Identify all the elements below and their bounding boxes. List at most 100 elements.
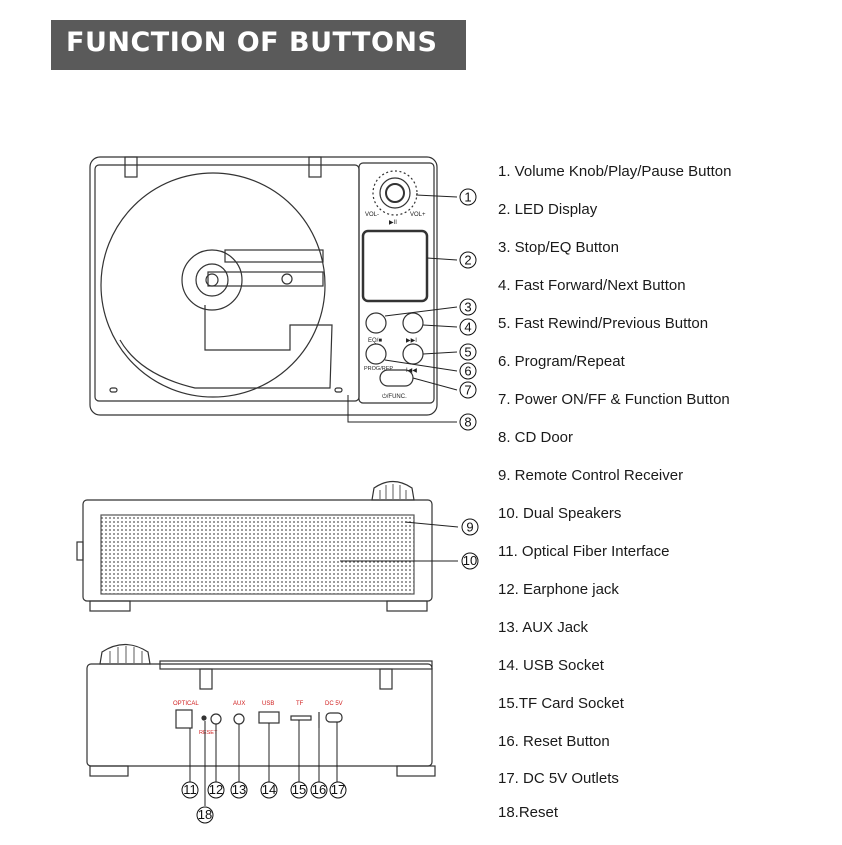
front-view — [76, 480, 433, 612]
laser-rail — [207, 271, 324, 287]
front-view-leaders — [340, 521, 459, 562]
spindle-mid — [195, 263, 229, 297]
callout-14: 14 — [260, 781, 278, 799]
cd-tray-outline — [119, 305, 333, 389]
back-foot-right — [396, 765, 436, 777]
back-foot-left — [89, 765, 129, 777]
legend-item: 4. Fast Forward/Next Button — [498, 277, 686, 294]
page-title: FUNCTION OF BUTTONS — [66, 27, 438, 58]
hinge-left — [124, 156, 138, 178]
tf-slot — [290, 715, 312, 721]
callout-16: 16 — [310, 781, 328, 799]
laser-rail-upper — [224, 249, 324, 263]
front-foot-right — [386, 600, 428, 612]
cd-door — [100, 172, 326, 398]
dual-speakers-grille — [100, 514, 415, 595]
svg-text:1: 1 — [464, 190, 471, 205]
svg-text:6: 6 — [464, 364, 471, 379]
callout-7: 7 — [459, 381, 477, 399]
legend-item: 2. LED Display — [498, 201, 598, 218]
back-hinge-right — [379, 668, 393, 690]
callouts: 1 2 3 4 5 6 7 8 9 10 11 12 13 14 15 16 1… — [181, 188, 479, 824]
svg-text:17: 17 — [331, 782, 345, 797]
callout-10: 10 — [461, 552, 479, 570]
back-view — [86, 643, 436, 777]
legend-item: 9. Remote Control Receiver — [498, 467, 684, 484]
legend-item: 1. Volume Knob/Play/Pause Button — [498, 163, 732, 180]
callout-11: 11 — [181, 781, 199, 799]
optical-port — [175, 709, 193, 729]
legend-item: 15.TF Card Socket — [498, 695, 624, 712]
indicator-right — [334, 387, 343, 393]
svg-text:10: 10 — [463, 553, 477, 568]
spindle-inner — [205, 273, 219, 287]
svg-text:15: 15 — [292, 782, 306, 797]
legend-item: 12. Earphone jack — [498, 581, 619, 598]
prev-button-shape — [402, 343, 424, 365]
back-view-body — [86, 663, 433, 767]
svg-text:5: 5 — [464, 345, 471, 360]
callout-2: 2 — [459, 251, 477, 269]
reset-hole — [201, 715, 207, 721]
eq-stop-label: EQ/■ — [368, 338, 382, 344]
legend-item: 17. DC 5V Outlets — [498, 770, 619, 787]
top-view — [89, 156, 438, 416]
control-panel — [358, 162, 435, 404]
usb-port — [258, 711, 280, 724]
callout-12: 12 — [207, 781, 225, 799]
prog-rep-label: PROG/REP — [364, 366, 393, 372]
svg-text:12: 12 — [209, 782, 223, 797]
next-button-shape — [402, 312, 424, 334]
legend-item: 10. Dual Speakers — [498, 505, 622, 522]
svg-text:16: 16 — [312, 782, 326, 797]
front-knob — [371, 480, 415, 501]
dc5v-port — [325, 712, 343, 723]
legend-item: 16. Reset Button — [498, 733, 610, 750]
legend-item: 6. Program/Repeat — [498, 353, 625, 370]
volume-knob-center — [385, 183, 405, 203]
laser-lens — [281, 273, 293, 285]
optical-label: OPTICAL — [173, 701, 199, 707]
legend-item: 3. Stop/EQ Button — [498, 239, 619, 256]
hinge-right — [308, 156, 322, 178]
usb-label: USB — [262, 701, 274, 707]
play-pause-label: ▶II — [389, 220, 397, 226]
legend-item: 7. Power ON/FF & Function Button — [498, 391, 730, 408]
top-view-body — [89, 156, 438, 416]
callout-6: 6 — [459, 362, 477, 380]
led-display-frame — [361, 229, 429, 303]
volume-knob-ring — [372, 170, 418, 216]
back-view-labels: OPTICAL RESET AUX USB TF DC 5V — [173, 701, 343, 736]
svg-text:2: 2 — [464, 253, 471, 268]
svg-text:3: 3 — [464, 300, 471, 315]
callout-18: 18 — [196, 806, 214, 824]
legend-item: 5. Fast Rewind/Previous Button — [498, 315, 709, 332]
aux-jack — [233, 713, 245, 725]
func-label: ⏻/FUNC. — [382, 393, 407, 400]
back-hinge-left — [199, 668, 213, 690]
legend-item: 18.Reset — [498, 804, 559, 821]
callout-13: 13 — [230, 781, 248, 799]
callout-17: 17 — [329, 781, 347, 799]
svg-text:18: 18 — [198, 807, 212, 822]
header-bar — [51, 20, 466, 70]
top-view-leaders — [347, 194, 458, 423]
back-knob — [99, 643, 151, 665]
front-foot-left — [89, 600, 131, 612]
svg-text:13: 13 — [232, 782, 246, 797]
callout-9: 9 — [461, 518, 479, 536]
callout-1: 1 — [459, 188, 477, 206]
callout-3: 3 — [459, 298, 477, 316]
svg-text:9: 9 — [466, 520, 473, 535]
svg-text:8: 8 — [464, 415, 471, 430]
prev-label: I◀◀ — [406, 368, 417, 374]
svg-text:11: 11 — [183, 782, 197, 797]
legend-item: 13. AUX Jack — [498, 619, 589, 636]
vol-minus-label: VOL- — [365, 212, 379, 218]
legend-item: 14. USB Socket — [498, 657, 604, 674]
next-label: ▶▶I — [406, 338, 417, 344]
callout-4: 4 — [459, 318, 477, 336]
reset-label: RESET — [199, 730, 218, 736]
callout-8: 8 — [459, 413, 477, 431]
